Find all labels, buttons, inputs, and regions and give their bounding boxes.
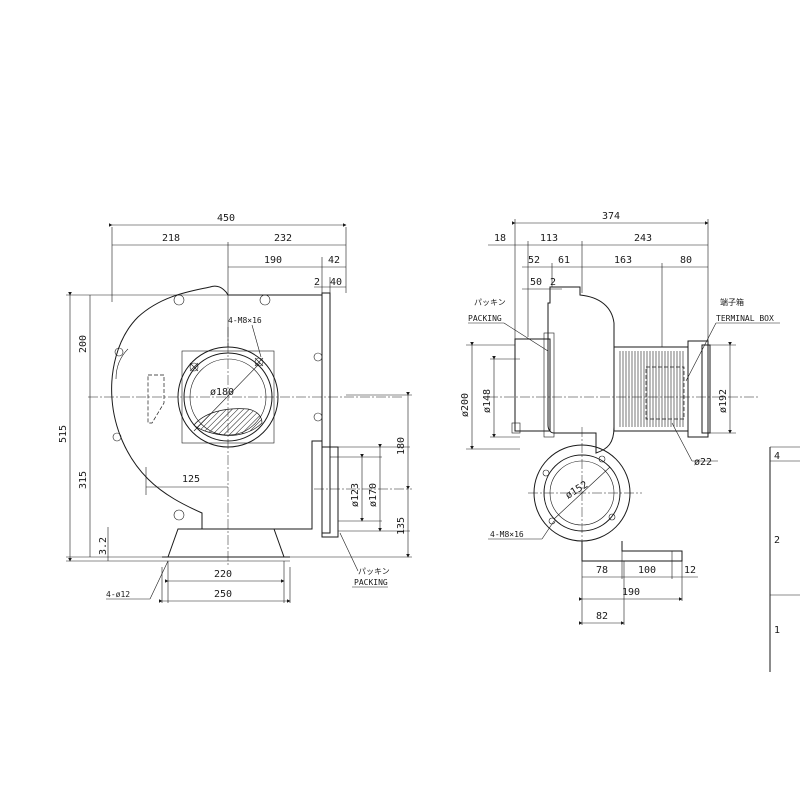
bolt-boss [114,347,124,357]
dim-125: 125 [182,474,200,485]
dim-dia148: ø148 [482,389,493,413]
dim-52: 52 [528,255,540,266]
dim-40: 40 [330,277,342,288]
dim-dia200: ø200 [460,393,471,417]
outlet-flange [321,292,331,534]
base-foot [167,528,285,558]
dim-42: 42 [328,255,340,266]
label-side-packing-jp: パッキン [474,298,506,307]
title-block: 4 2 1 [769,446,800,672]
dim-2: 2 [314,277,320,288]
dim-374: 374 [602,211,620,222]
dim-80: 80 [680,255,692,266]
dim-dia170: ø170 [368,483,379,507]
inlet-bolt [189,362,199,372]
dim-12: 12 [684,565,696,576]
drawing-sheet: 450 218 232 190 42 2 40 515 200 315 3.2 … [22,127,800,672]
dim-250: 250 [214,589,232,600]
side-inlet-flange [514,338,551,432]
title-cell-3: 1 [774,625,780,636]
inlet-bolt [254,357,264,367]
dim-18: 18 [494,233,506,244]
dim-180: 180 [396,437,407,455]
dim-78: 78 [596,565,608,576]
dim-50: 50 [530,277,542,288]
dim-220: 220 [214,569,232,580]
technical-drawing: 450 218 232 190 42 2 40 515 200 315 3.2 … [58,211,800,672]
dim-100: 100 [638,565,656,576]
label-packing-en: PACKING [354,578,388,587]
bolt-boss [173,294,185,306]
dim-dia192: ø192 [718,389,729,413]
dim-450: 450 [217,213,235,224]
dim-113: 113 [540,233,558,244]
dim-dia123: ø123 [350,483,361,507]
dim-315: 315 [78,471,89,489]
dim-218: 218 [162,233,180,244]
label-terminal-jp: 端子箱 [720,297,744,307]
dim-243: 243 [634,233,652,244]
bolt-boss [112,432,122,442]
side-view: ø152 374 18 113 243 52 61 163 80 50 2 パッ… [460,211,780,625]
front-view: 450 218 232 190 42 2 40 515 200 315 3.2 … [58,213,412,603]
dim-dia22: ø22 [694,457,712,468]
bolt-boss [173,509,185,521]
bolt-boss [259,294,271,306]
bolt-boss [313,412,323,422]
dim-2b: 2 [550,277,556,288]
dim-190b: 190 [622,587,640,598]
dim-163: 163 [614,255,632,266]
dim-135: 135 [396,517,407,535]
label-foot-holes: 4-ø12 [106,590,130,599]
side-housing [547,286,615,454]
dim-82: 82 [596,611,608,622]
dim-dia180: ø180 [210,387,234,398]
dim-232: 232 [274,233,292,244]
label-side-packing-en: PACKING [468,314,502,323]
dim-61: 61 [558,255,570,266]
dim-515: 515 [58,425,69,443]
dim-200: 200 [78,335,89,353]
dim-190: 190 [264,255,282,266]
label-terminal-en: TERMINAL BOX [716,314,774,323]
bolt-boss [313,352,323,362]
title-cell-1: 4 [774,451,780,462]
label-packing-jp: パッキン [358,567,390,576]
dim-dia152: ø152 [564,479,590,501]
volute-casing [111,285,323,530]
label-inlet-bolts: 4-M8×16 [228,316,262,325]
title-cell-2: 2 [774,535,780,546]
label-outlet-bolts: 4-M8×16 [490,530,524,539]
dim-3-2: 3.2 [98,537,109,555]
